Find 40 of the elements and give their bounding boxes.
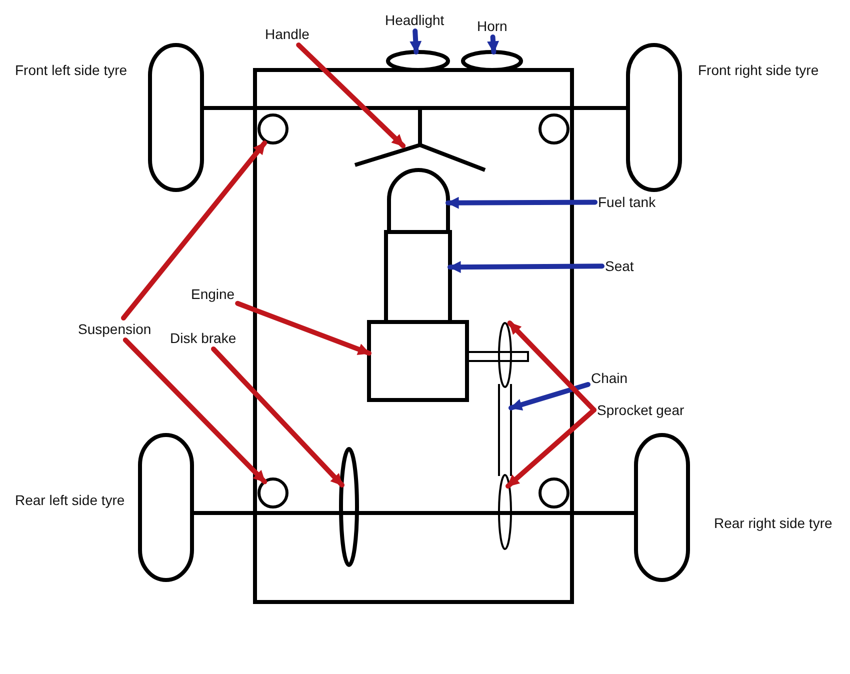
- tyre: [626, 43, 682, 192]
- tyre-label: Front right side tyre: [698, 62, 819, 78]
- suspension-circle: [538, 478, 570, 508]
- part-label: Headlight: [385, 12, 444, 28]
- sprocket-gear: [498, 322, 512, 388]
- tyre-label: Rear right side tyre: [714, 515, 832, 531]
- part-label: Chain: [591, 370, 628, 386]
- tyre-label: Rear left side tyre: [15, 492, 125, 508]
- chain: [498, 383, 512, 477]
- engine-block: [367, 320, 469, 402]
- tyre: [138, 433, 194, 582]
- part-label: Fuel tank: [598, 194, 656, 210]
- suspension-circle: [258, 114, 288, 144]
- arrow: [121, 140, 268, 320]
- arrow: [506, 408, 596, 489]
- suspension-circle: [538, 114, 570, 144]
- part-label: Horn: [477, 18, 508, 34]
- arrow: [446, 196, 598, 209]
- part-label: Handle: [265, 26, 310, 42]
- tyre-label: Front left side tyre: [15, 62, 128, 78]
- arrow: [122, 338, 268, 484]
- arrow: [487, 34, 500, 54]
- tyre: [148, 43, 204, 192]
- sprocket-gear: [498, 474, 512, 550]
- arrow: [508, 382, 590, 410]
- fuel-tank: [387, 168, 450, 232]
- part-label: Disk brake: [170, 330, 236, 346]
- arrow: [448, 261, 604, 274]
- disk-brake: [339, 447, 359, 567]
- tyre: [634, 433, 690, 582]
- arrow: [235, 300, 372, 356]
- arrow: [296, 42, 406, 148]
- part-label: Suspension: [78, 321, 152, 337]
- suspension-circle: [258, 478, 288, 508]
- part-label: Sprocket gear: [597, 402, 684, 418]
- arrow: [410, 28, 422, 54]
- part-label: Engine: [191, 286, 235, 302]
- part-label: Seat: [605, 258, 634, 274]
- arrow: [507, 320, 596, 412]
- arrow: [211, 346, 344, 488]
